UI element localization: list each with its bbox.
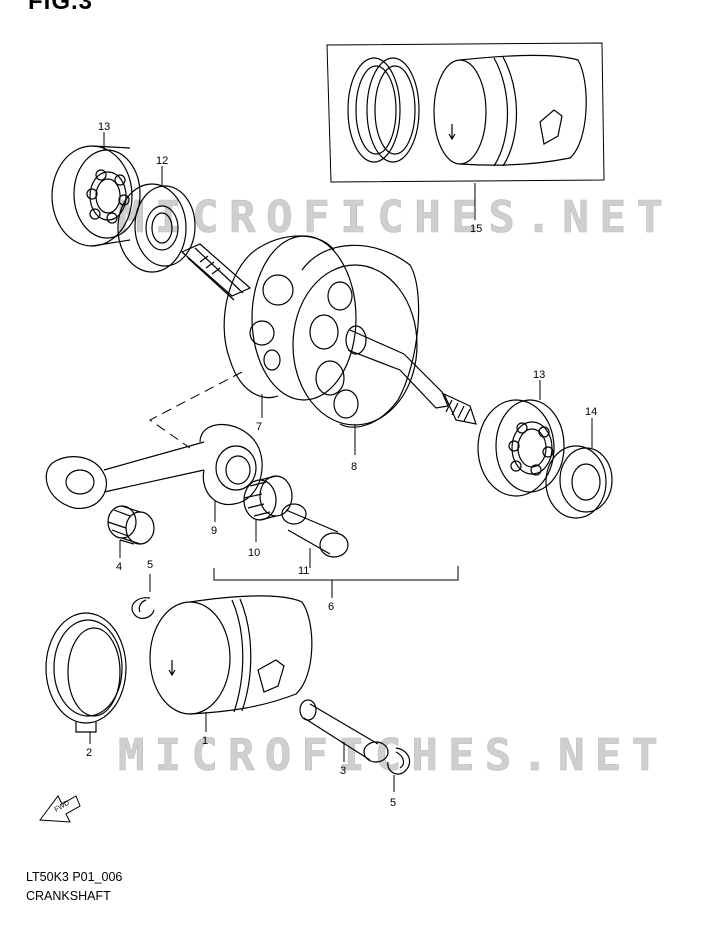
callout-13-left: 13 xyxy=(98,121,110,133)
part-1-piston[interactable] xyxy=(149,595,313,732)
part-11-crank-pin[interactable] xyxy=(281,503,349,568)
part-3-piston-pin[interactable] xyxy=(299,699,389,763)
watermark: MICROFICHES.NET MICROFICHES.NET xyxy=(118,192,664,782)
fwd-arrow-icon: FWD xyxy=(39,795,81,823)
watermark-text-bottom: MICROFICHES.NET xyxy=(118,730,658,781)
part-13-bearing-right[interactable] xyxy=(477,380,565,497)
model-code: LT50K3 P01_006 xyxy=(26,870,123,884)
callout-7: 7 xyxy=(256,421,262,433)
callout-8: 8 xyxy=(351,461,357,473)
callout-15: 15 xyxy=(470,223,482,235)
part-6-bracket xyxy=(213,566,459,581)
part-10-needle-bearing[interactable] xyxy=(243,475,293,542)
part-5-circlip-upper[interactable] xyxy=(131,574,155,619)
part-15-piston-kit[interactable] xyxy=(326,42,605,220)
callout-1: 1 xyxy=(202,735,208,747)
callout-9: 9 xyxy=(211,525,217,537)
callout-3: 3 xyxy=(340,765,346,777)
watermark-text-top: MICROFICHES.NET xyxy=(118,192,663,243)
part-13-bearing-left[interactable] xyxy=(51,132,141,247)
callout-6: 6 xyxy=(328,601,334,613)
assembly-guide-line xyxy=(149,371,243,449)
callout-11: 11 xyxy=(298,565,309,577)
crankshaft-assembly[interactable] xyxy=(180,235,477,455)
callout-12: 12 xyxy=(156,155,168,167)
callout-13-right: 13 xyxy=(533,369,545,381)
part-5-circlip-lower[interactable] xyxy=(387,747,411,792)
callout-5-lower: 5 xyxy=(390,797,396,809)
part-2-piston-ring[interactable] xyxy=(45,612,127,744)
part-9-connecting-rod[interactable] xyxy=(45,423,263,522)
figure-title: FIG.3 xyxy=(28,0,94,15)
part-12-oil-seal[interactable] xyxy=(117,166,196,273)
callout-2: 2 xyxy=(86,747,92,759)
callout-14: 14 xyxy=(585,406,597,418)
section-name: CRANKSHAFT xyxy=(26,889,111,903)
callout-4: 4 xyxy=(116,561,122,573)
part-14-oil-seal[interactable] xyxy=(545,418,613,519)
callout-5-upper: 5 xyxy=(147,559,153,571)
callout-10: 10 xyxy=(248,547,260,559)
part-4-needle-bearing-small[interactable] xyxy=(107,505,155,558)
